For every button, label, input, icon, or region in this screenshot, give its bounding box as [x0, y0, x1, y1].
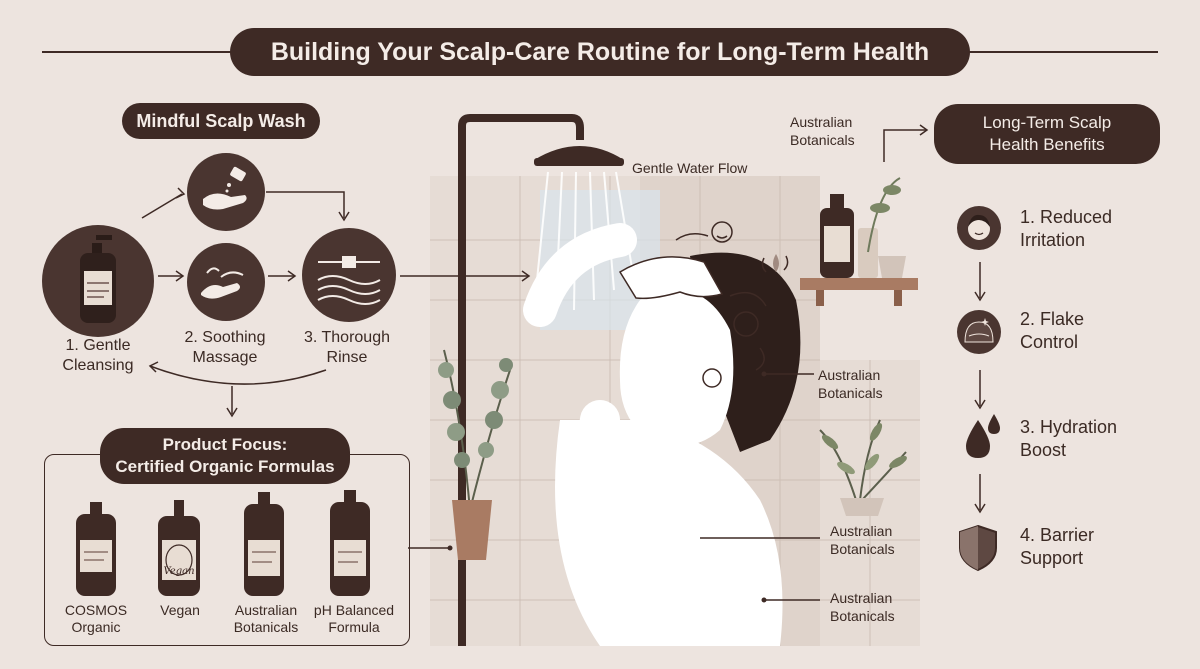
step-3-label: 3. Thorough Rinse	[304, 329, 390, 366]
hair-label: Australian Botanicals	[818, 367, 883, 401]
product-label-vegan: Vegan	[160, 602, 200, 618]
benefit-1-label: 1. Reduced Irritation	[1020, 207, 1113, 250]
pour-hand-icon	[203, 166, 247, 210]
calm-face-icon	[957, 206, 1001, 250]
benefit-2-label: 2. Flake Control	[1020, 309, 1085, 352]
happy-face-icon	[711, 221, 733, 243]
title-rule-left	[42, 51, 232, 53]
rinse-waves-icon	[317, 256, 381, 305]
product-focus-heading: Product Focus: Certified Organic Formula…	[100, 428, 350, 484]
body-label: Australian Botanicals	[830, 590, 895, 624]
leafy-plant	[819, 419, 907, 516]
step-rinse-circle	[302, 228, 396, 322]
massage-motion-icon	[729, 291, 767, 371]
benefit-4-label: 4. Barrier Support	[1020, 525, 1095, 568]
product-label-ph: pH Balanced Formula	[313, 602, 395, 635]
shelf-label: Australian Botanicals	[790, 114, 855, 148]
shelf	[800, 177, 918, 306]
face-arrow	[675, 233, 709, 241]
scalp-icon	[957, 310, 1001, 354]
wash-heading: Mindful Scalp Wash	[122, 103, 320, 139]
water-flow-label: Gentle Water Flow	[632, 160, 748, 176]
benefits-heading: Long-Term Scalp Health Benefits	[934, 104, 1160, 164]
benefit-3-label: 3. Hydration Boost	[1020, 417, 1118, 460]
scalp-glyph	[964, 318, 994, 343]
page-title: Building Your Scalp-Care Routine for Lon…	[230, 28, 970, 76]
plant-label: Australian Botanicals	[830, 523, 895, 557]
ph-bottle-icon	[330, 490, 370, 596]
step-cleansing-circle	[42, 225, 154, 337]
calm-face-glyph	[968, 214, 990, 240]
eucalyptus-plant	[438, 349, 513, 560]
box-dot	[447, 545, 453, 551]
hair-dot	[761, 371, 767, 377]
vegan-bottle-icon	[158, 500, 200, 596]
title-rule-right	[968, 51, 1158, 53]
australian-bottle-icon	[244, 492, 284, 596]
shower-head-icon	[458, 114, 624, 646]
step-2-label: 2. Soothing Massage	[184, 329, 266, 366]
body-dot	[761, 597, 767, 603]
step-1-label: 1. Gentle Cleansing	[62, 337, 134, 374]
step-pour-circle	[187, 153, 265, 231]
step-massage-circle	[187, 243, 265, 321]
product-label-australian: Australian Botanicals	[233, 602, 299, 635]
connector-lines	[141, 124, 986, 601]
droplet-icon	[773, 254, 779, 272]
shampoo-bottle-icon	[80, 235, 116, 323]
person-washing-hair	[523, 223, 801, 646]
vegan-badge: Vegan	[163, 566, 195, 577]
massage-hands-icon	[201, 267, 244, 299]
cosmos-bottle-icon	[76, 502, 116, 596]
product-label-cosmos: COSMOS Organic	[64, 602, 128, 635]
refresh-icon	[761, 255, 789, 273]
